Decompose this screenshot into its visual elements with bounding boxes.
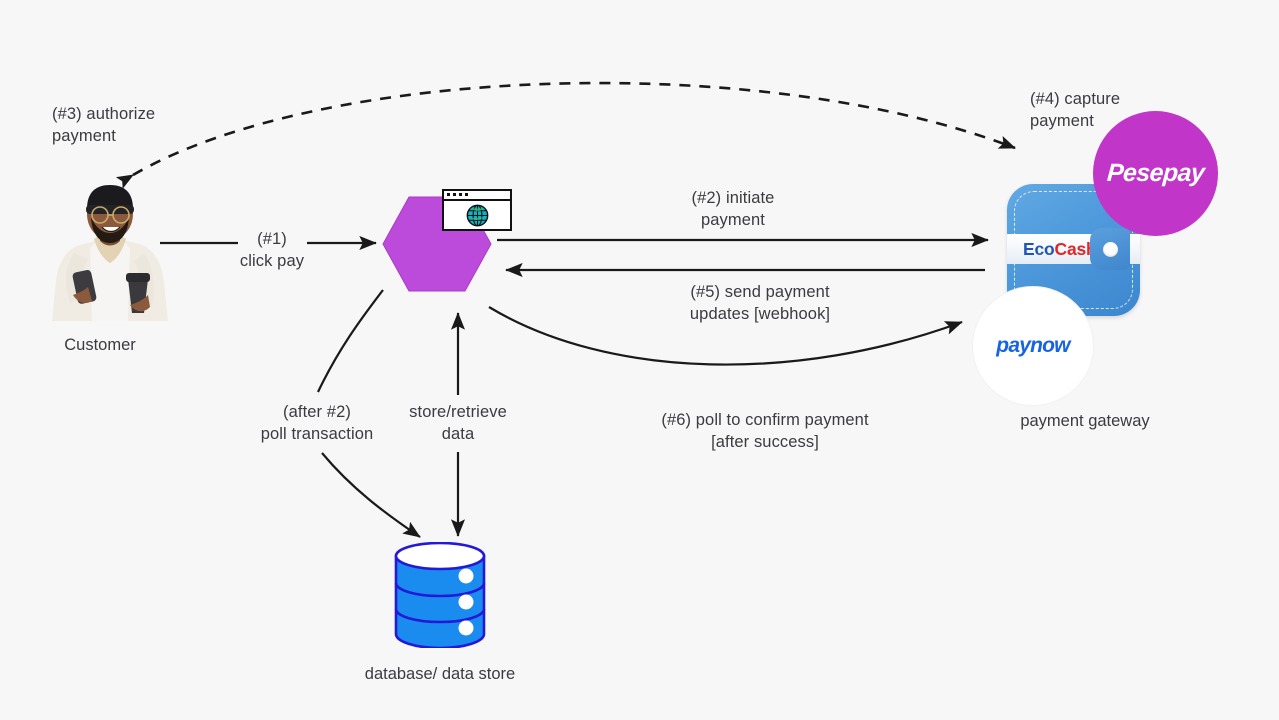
edge-poll-transaction-segment-bottom	[321, 452, 421, 538]
ecocash-text-eco: Eco	[1023, 238, 1055, 259]
edge-label-poll-confirm-payment: (#6) poll to confirm payment [after succ…	[661, 411, 869, 451]
database-cylinder-icon	[392, 541, 488, 650]
payment-gateway-caption: payment gateway	[1020, 412, 1150, 430]
browser-titlebar	[444, 191, 510, 201]
ecocash-text-cash: Cash	[1054, 238, 1097, 259]
edge-poll-transaction-segment-top	[317, 289, 384, 393]
customer-illustration-icon	[52, 185, 168, 321]
edge-authorize-capture-payment	[115, 81, 1016, 189]
paynow-logo-text: paynow	[996, 334, 1070, 357]
customer-photo	[44, 183, 176, 321]
edge-label-click-pay: (#1) click pay	[239, 230, 305, 270]
pesepay-logo: Pesepay	[1093, 111, 1218, 236]
customer-caption: Customer	[64, 336, 136, 354]
edge-label-initiate-payment: (#2) initiate payment	[691, 189, 775, 229]
browser-window-globe-icon	[442, 189, 512, 231]
database-caption: database/ data store	[364, 665, 516, 683]
globe-icon	[444, 201, 510, 229]
edge-label-poll-transaction: (after #2) poll transaction	[260, 403, 374, 443]
edge-label-send-payment-updates: (#5) send payment updates [webhook]	[689, 283, 831, 323]
edge-label-store-retrieve-data: store/retrieve data	[409, 403, 507, 443]
pesepay-logo-text: Pesepay	[1105, 159, 1206, 187]
edge-label-capture-payment: (#4) capture payment	[1030, 90, 1121, 130]
paynow-logo: paynow	[973, 287, 1093, 405]
ecocash-clasp	[1090, 228, 1130, 270]
edge-label-authorize-payment: (#3) authorize payment	[52, 105, 156, 145]
